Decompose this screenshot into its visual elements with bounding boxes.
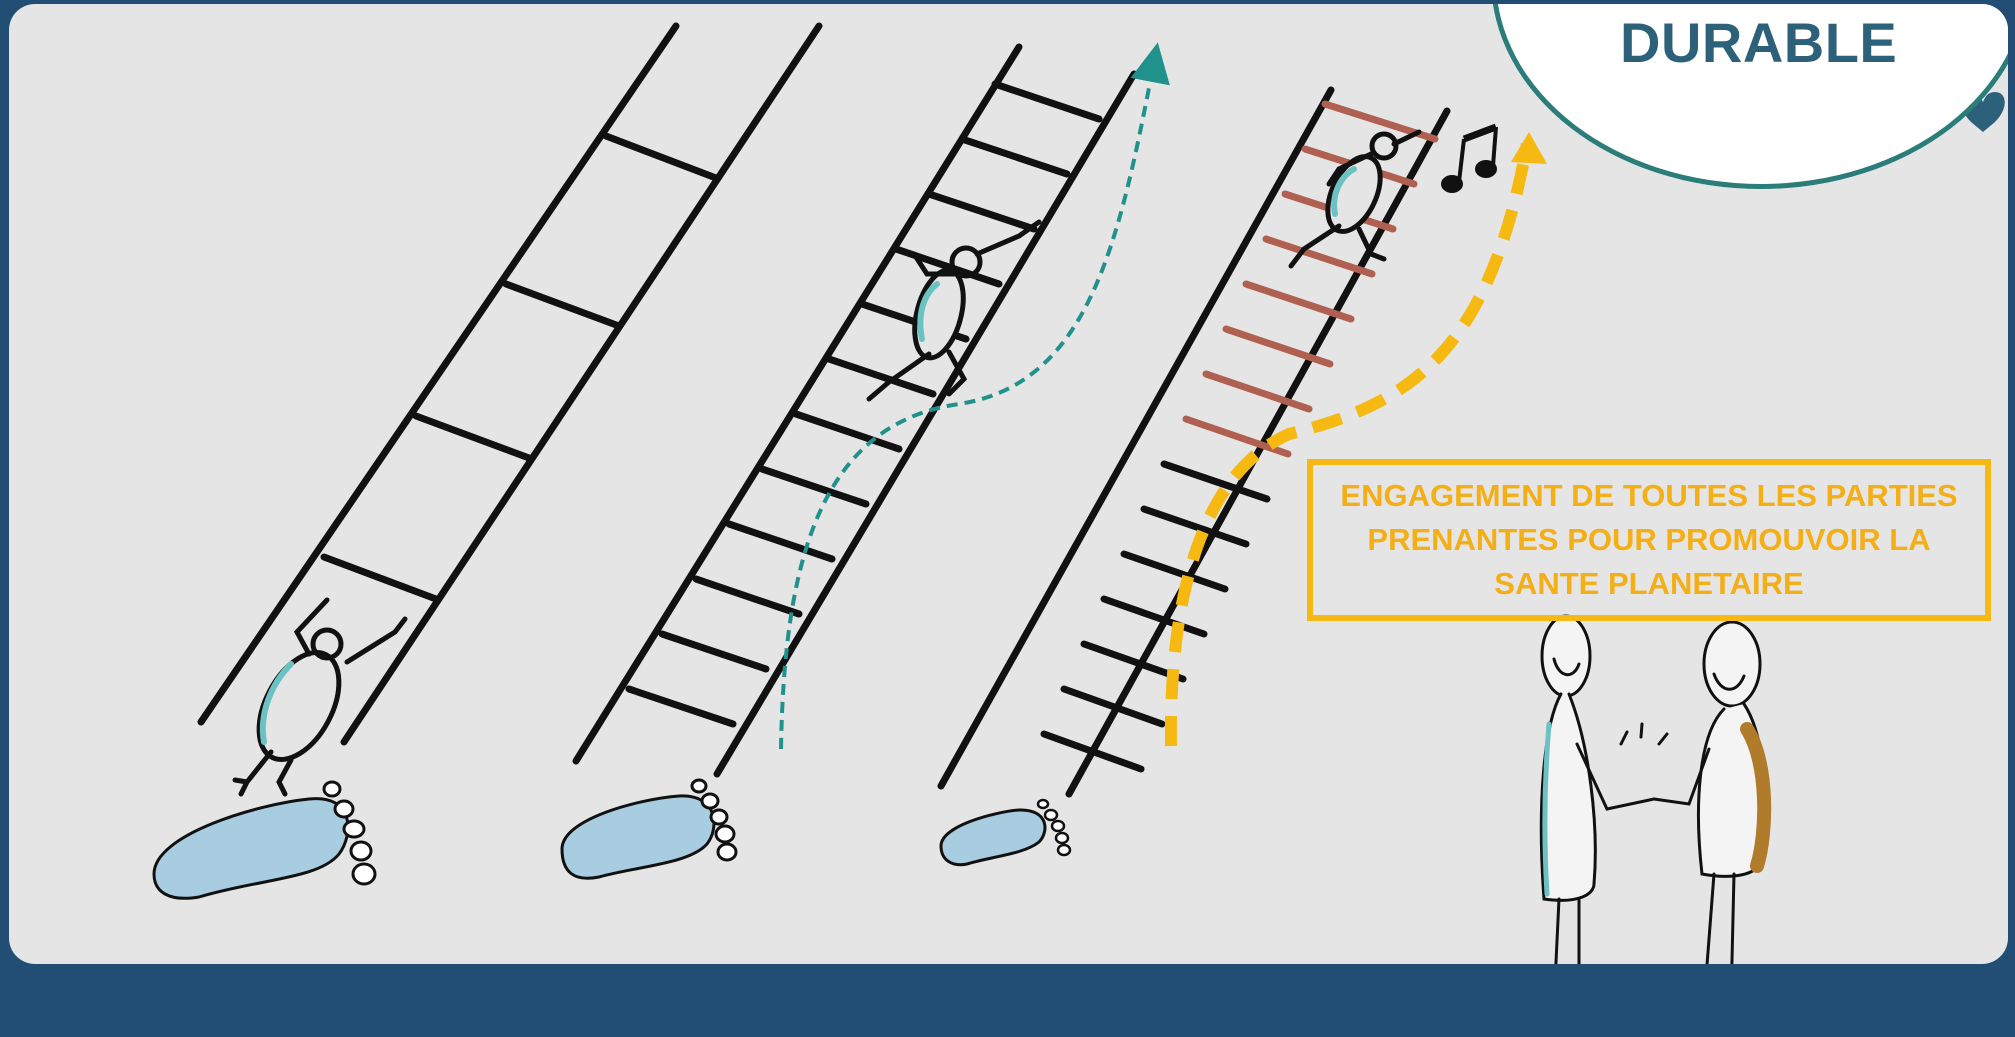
footprint-icon [562, 780, 736, 878]
badge-title: DURABLE [1620, 10, 1897, 75]
yellow-arrowhead [1511, 132, 1547, 164]
yellow-dashed-arrow [1171, 144, 1527, 746]
handshake-illustration [1541, 616, 1764, 964]
footprint-icon [941, 800, 1070, 865]
ladder-1 [201, 26, 819, 742]
slide-canvas: DURABLE ENGAGEMENT DE TOUTES LES PARTIES… [9, 4, 2008, 964]
music-note-icon [1443, 127, 1496, 191]
goal-callout: ENGAGEMENT DE TOUTES LES PARTIES PRENANT… [1307, 459, 1991, 621]
goal-callout-text: ENGAGEMENT DE TOUTES LES PARTIES PRENANT… [1331, 474, 1967, 606]
footprint-icon [154, 782, 375, 898]
